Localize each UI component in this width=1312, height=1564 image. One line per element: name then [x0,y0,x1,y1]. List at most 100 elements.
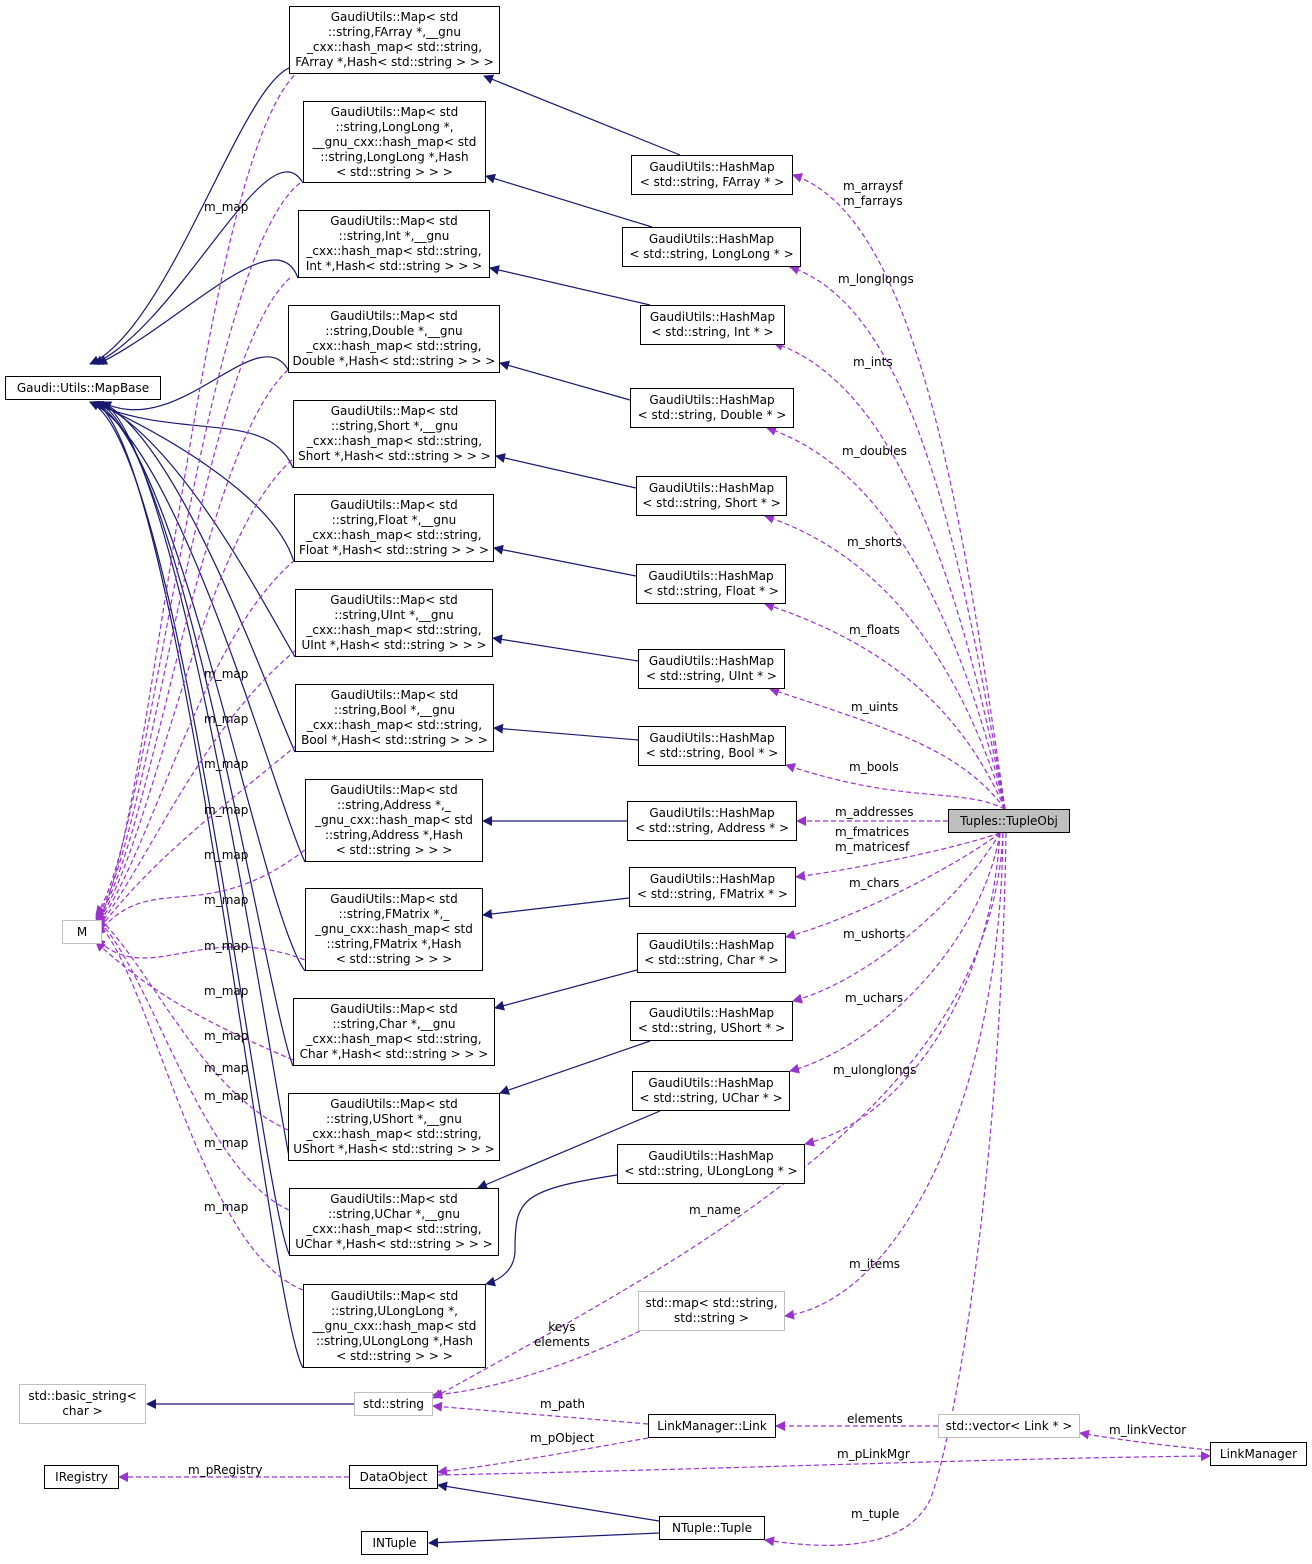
label-m-addresses: m_addresses [835,805,914,819]
label-m-linkvector: m_linkVector [1109,1423,1187,1437]
node-ntuple[interactable]: NTuple::Tuple [659,1516,765,1540]
label-m-items: m_items [849,1257,901,1271]
node-m[interactable]: M [62,920,102,944]
inherit-hashmap-int-to-map [489,265,651,306]
node-dataobject[interactable]: DataObject [349,1465,438,1489]
usage-map-to-m-5 [95,649,297,931]
label-m-doubles: m_doubles [842,444,907,458]
usage-tupleobj-to-hashmap-int [773,341,1006,810]
node-linkmanager[interactable]: LinkManager [1210,1442,1307,1466]
label-m-ulonglongs: m_ulonglongs [833,1063,917,1077]
node-mapbase[interactable]: Gaudi::Utils::MapBase [5,376,161,400]
usage-linkmanager-to-vector [1079,1429,1211,1451]
usage-map-to-m-7 [95,849,306,937]
node-hashmap-uchar[interactable]: GaudiUtils::HashMap < std::string, UChar… [632,1071,790,1111]
inherit-map-ulonglong-to-mapbase [93,401,304,1369]
node-map-char[interactable]: GaudiUtils::Map< std ::string,Char *,__g… [293,998,495,1066]
node-map-int[interactable]: GaudiUtils::Map< std ::string,Int *,__gn… [298,210,490,278]
node-map-ulonglong[interactable]: GaudiUtils::Map< std ::string,ULongLong … [303,1284,486,1368]
usage-map-to-m-13 [95,69,301,925]
inherit-hashmap-float-to-map [493,544,637,577]
node-map-ushort[interactable]: GaudiUtils::Map< std ::string,UShort *,_… [288,1093,500,1161]
node-hashmap-address[interactable]: GaudiUtils::HashMap < std::string, Addre… [627,801,797,841]
inherit-map-int-to-mapbase [97,259,299,365]
label-m-tuple: m_tuple [851,1507,900,1521]
node-map-bool[interactable]: GaudiUtils::Map< std ::string,Bool *,__g… [295,684,494,752]
label-m-floats: m_floats [849,623,900,637]
inherit-map-short-to-mapbase [89,401,294,469]
label-m-chars: m_chars [849,876,900,890]
usage-tupleobj-to-stdmap [784,832,1004,1320]
usage-map-to-m-11 [95,917,290,1211]
inherit-hashmap-uint-to-map [492,634,639,662]
node-hashmap-farray[interactable]: GaudiUtils::HashMap < std::string, FArra… [631,155,793,195]
node-link[interactable]: LinkManager::Link [648,1414,776,1438]
inherit-hashmap-uchar-to-map [477,1110,661,1190]
node-hashmap-longlong[interactable]: GaudiUtils::HashMap < std::string, LongL… [622,227,801,267]
usage-tupleobj-to-hashmap-short [764,514,1006,810]
usage-map-to-m-6 [95,744,298,934]
node-basic-string[interactable]: std::basic_string< char > [19,1384,146,1424]
node-hashmap-fmatrix[interactable]: GaudiUtils::HashMap < std::string, FMatr… [629,867,796,907]
label-keys-elements: keys elements [534,1320,590,1349]
node-map-fmatrix[interactable]: GaudiUtils::Map< std ::string,FMatrix *,… [305,888,483,971]
inherit-ntuple-to-dataobject [437,1481,660,1522]
node-hashmap-char[interactable]: GaudiUtils::HashMap < std::string, Char … [637,933,786,973]
inherit-map-double-to-mapbase [101,356,291,411]
node-hashmap-float[interactable]: GaudiUtils::HashMap < std::string, Float… [636,564,786,604]
label-m-map-4: m_map [204,757,249,771]
usage-tupleobj-to-hashmap-char [785,832,1001,940]
label-m-shorts: m_shorts [847,535,902,549]
node-hashmap-bool[interactable]: GaudiUtils::HashMap < std::string, Bool … [638,726,786,766]
node-std-string[interactable]: std::string [354,1392,433,1416]
label-m-map-1: m_map [204,200,249,214]
label-m-plinkmgr: m_pLinkMgr [837,1447,910,1461]
node-map-float[interactable]: GaudiUtils::Map< std ::string,Float *,__… [294,494,494,562]
label-m-fmatrices: m_fmatrices m_matricesf [835,825,910,854]
node-hashmap-uint[interactable]: GaudiUtils::HashMap < std::string, UInt … [638,649,785,689]
inherit-map-farray-to-mapbase [89,65,311,365]
usage-map-to-m-4 [95,559,296,928]
node-hashmap-int[interactable]: GaudiUtils::HashMap < std::string, Int *… [640,305,785,345]
usage-map-to-m-8 [95,938,306,961]
usage-map-to-m-9 [95,941,294,1061]
label-m-map-10: m_map [204,1029,249,1043]
usage-dataobject-to-linkmanager [437,1451,1211,1476]
node-std-map[interactable]: std::map< std::string, std::string > [638,1291,785,1331]
inherit-map-uint-to-mapbase [97,401,296,658]
label-m-ushorts: m_ushorts [843,927,906,941]
label-m-map-7: m_map [204,893,249,907]
node-map-double[interactable]: GaudiUtils::Map< std ::string,Double *,_… [288,305,500,373]
usage-tupleobj-to-hashmap-farray [792,173,1006,810]
inherit-map-float-to-mapbase [93,401,295,563]
node-tupleobj[interactable]: Tuples::TupleObj [948,809,1070,833]
usage-tupleobj-to-hashmap-float [764,602,1006,810]
label-m-map-2: m_map [204,667,249,681]
node-hashmap-double[interactable]: GaudiUtils::HashMap < std::string, Doubl… [630,388,794,428]
node-map-longlong[interactable]: GaudiUtils::Map< std ::string,LongLong *… [303,101,486,183]
label-m-arraysf: m_arraysf m_farrays [843,179,903,208]
node-hashmap-ushort[interactable]: GaudiUtils::HashMap < std::string, UShor… [630,1001,793,1041]
inherit-hashmap-bool-to-map [493,723,639,741]
inherit-ntuple-to-intuple [428,1532,660,1548]
node-map-short[interactable]: GaudiUtils::Map< std ::string,Short *,__… [293,400,496,468]
usage-link-to-stdstring [432,1401,649,1425]
node-vector-link[interactable]: std::vector< Link * > [938,1414,1080,1438]
node-map-address[interactable]: GaudiUtils::Map< std ::string,Address *,… [305,779,483,862]
node-hashmap-ulonglong[interactable]: GaudiUtils::HashMap < std::string, ULong… [617,1144,805,1184]
inherit-hashmap-fmatrix-to-map [482,897,630,919]
usage-map-to-m-12 [95,920,304,1291]
node-map-uchar[interactable]: GaudiUtils::Map< std ::string,UChar *,__… [289,1188,499,1256]
node-intuple[interactable]: INTuple [361,1531,428,1555]
inherit-map-bool-to-mapbase [101,401,296,753]
inherit-hashmap-ulonglong-to-map [485,1174,618,1287]
node-map-uint[interactable]: GaudiUtils::Map< std ::string,UInt *,__g… [295,589,493,657]
node-hashmap-short[interactable]: GaudiUtils::HashMap < std::string, Short… [636,476,787,516]
usage-tupleobj-to-hashmap-ulonglong [804,832,1001,1147]
inheritance-edges [89,65,681,1548]
node-iregistry[interactable]: IRegistry [44,1465,119,1489]
inherit-map-longlong-to-mapbase [93,171,304,365]
node-map-farray[interactable]: GaudiUtils::Map< std ::string,FArray *,_… [289,6,500,74]
label-m-longlongs: m_longlongs [838,272,914,286]
usage-map-to-m-0 [95,182,301,916]
